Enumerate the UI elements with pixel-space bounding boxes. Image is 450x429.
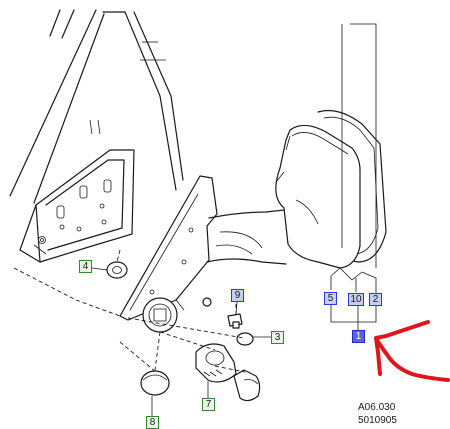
leader-lines bbox=[91, 23, 377, 416]
callout-9[interactable]: 9 bbox=[231, 289, 244, 302]
callout-4[interactable]: 4 bbox=[79, 260, 92, 273]
callout-3[interactable]: 3 bbox=[271, 331, 284, 344]
callout-1[interactable]: 1 bbox=[352, 330, 365, 343]
callout-7[interactable]: 7 bbox=[202, 398, 215, 411]
callout-8[interactable]: 8 bbox=[146, 416, 159, 429]
red-annotation-arrow bbox=[374, 320, 450, 382]
door-pillar bbox=[9, 9, 184, 204]
construction-lines bbox=[13, 249, 246, 373]
loose-parts bbox=[106, 261, 261, 402]
callout-10[interactable]: 10 bbox=[348, 293, 364, 306]
callout-5[interactable]: 5 bbox=[324, 292, 337, 305]
mirror-arm bbox=[206, 209, 287, 265]
mirror-base bbox=[119, 175, 218, 333]
door-inner-panel bbox=[19, 119, 135, 263]
mirror-head bbox=[275, 109, 387, 281]
drawing-code: A06.030 bbox=[358, 402, 396, 413]
part-code: 5010905 bbox=[358, 415, 397, 426]
callout-2[interactable]: 2 bbox=[369, 293, 382, 306]
